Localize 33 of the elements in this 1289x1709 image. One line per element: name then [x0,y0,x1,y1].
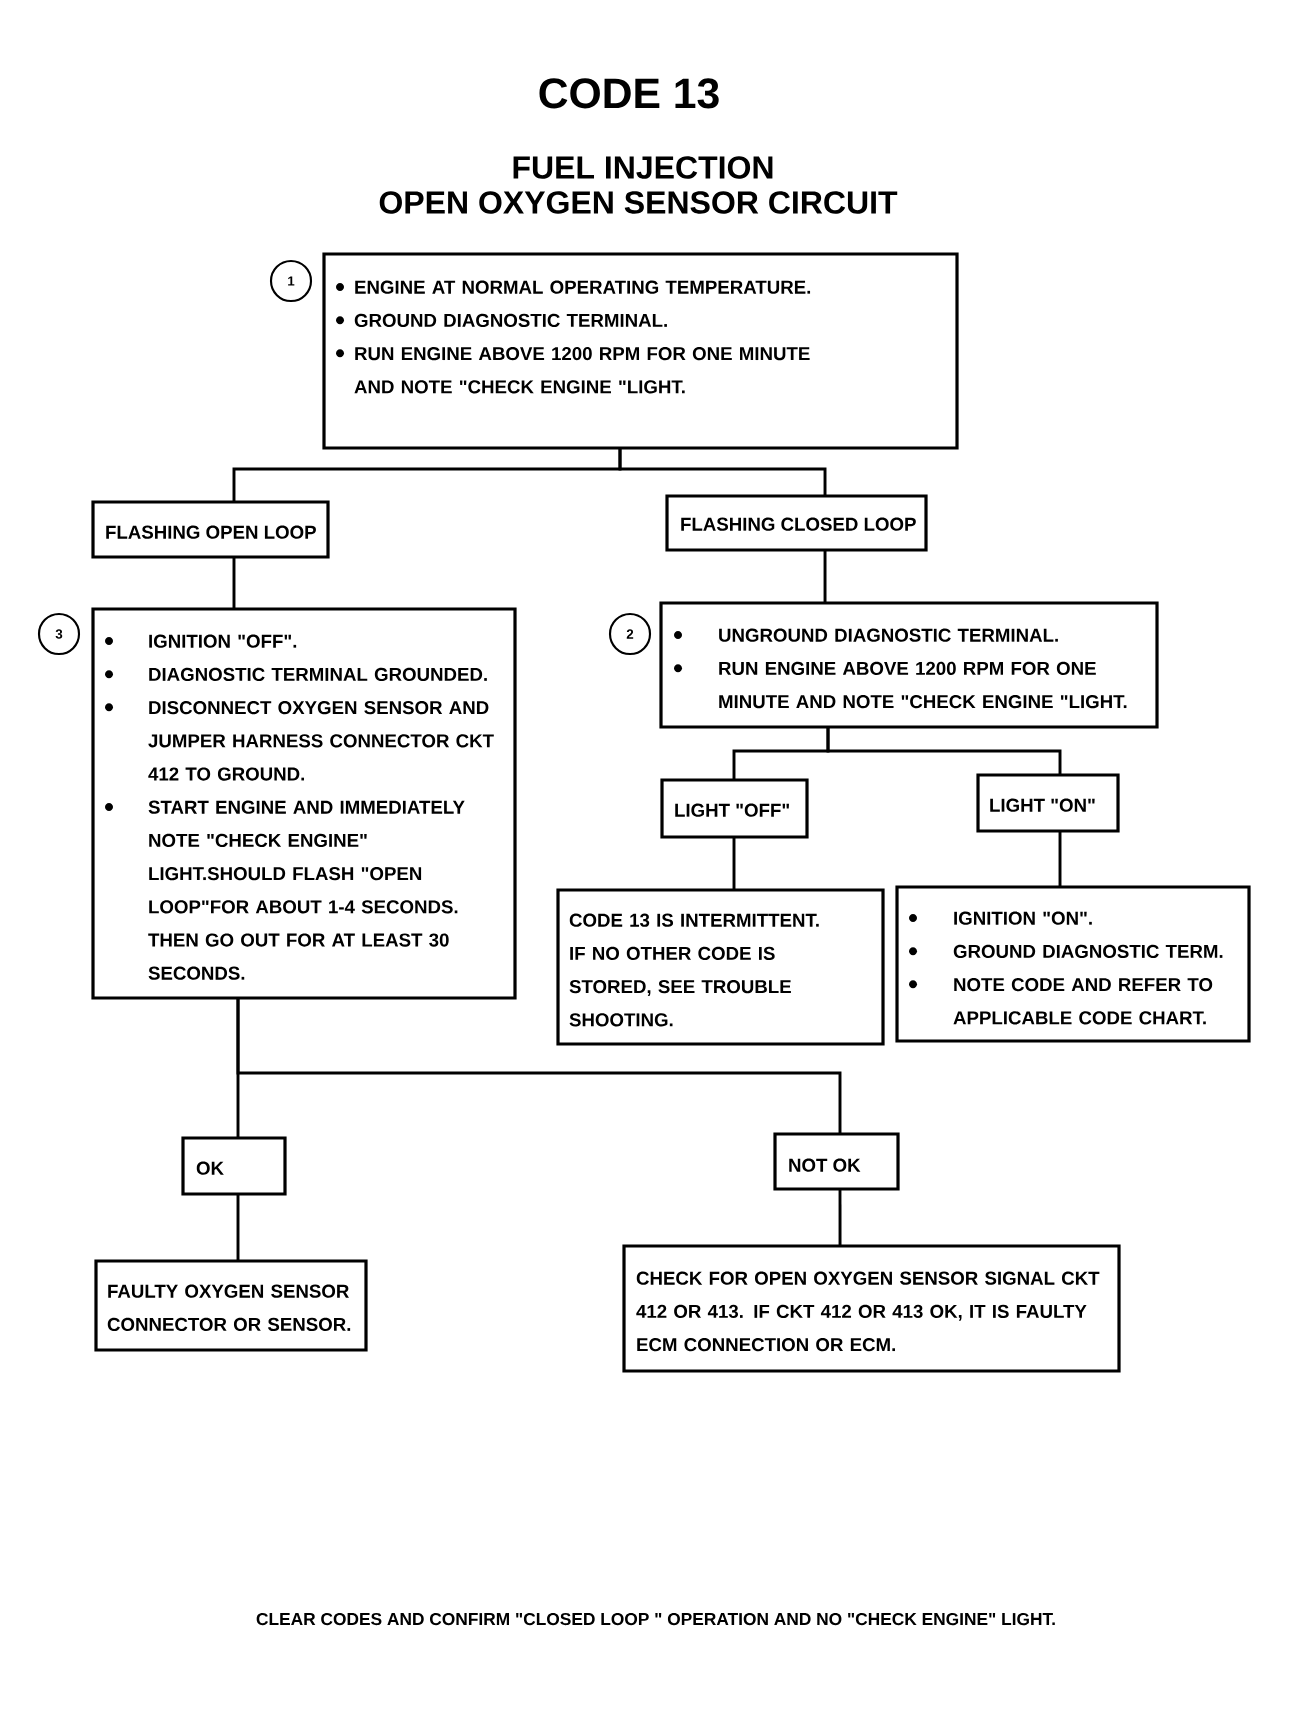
title: CODE 13 [539,78,719,109]
node-label: IGNITION "OFF". [149,634,297,648]
step-box: UNGROUND DIAGNOSTIC TERMINAL. RUN ENGINE ABOVE 1200 RPM FOR ONE MINUTE AND NOTE "CHECK ENGINE "LIGHT. [659,601,1159,729]
connector-line [838,1189,842,1246]
connector-line [823,550,827,603]
step-box: ENGINE AT NORMAL OPERATING TEMPERATURE. GROUND DIAGNOSTIC TERMINAL. RUN ENGINE ABOVE 1200 RPM FOR ONE MINUTE AND NOTE "CHECK ENGINE "LIGHT. [322,252,959,450]
step-box: IGNITION "ON". GROUND DIAGNOSTIC TERM. NOTE CODE AND REFER TO APPLICABLE CODE CHART. [895,885,1251,1043]
node-label: DISCONNECT OXYGEN SENSOR AND JUMPER HARNESS CONNECTOR CKT 412 TO GROUND. [148,701,494,781]
result-box: FAULTY OXYGEN SENSOR CONNECTOR OR SENSOR. [94,1259,368,1352]
outcome-box: LIGHT "OFF" [660,778,809,839]
connector-line [236,1194,240,1261]
connector-line [826,727,1062,775]
step-number: 2 [608,612,652,656]
subtitle: OPEN OXYGEN SENSOR CIRCUIT [379,191,898,214]
step-number: 1 [269,259,313,303]
node-label: START ENGINE AND IMMEDIATELY NOTE "CHECK ENGINE" LIGHT.SHOULD FLASH "OPEN LOOP"FOR ABOUT 1-4 SECONDS. THEN GO OUT FOR AT LEAST 30 SECONDS. [148,800,465,980]
connector-line [236,998,842,1134]
footnote: CLEAR CODES AND CONFIRM "CLOSED LOOP " OPERATION AND NO "CHECK ENGINE" LIGHT. [256,1612,1055,1626]
node-label: DIAGNOSTIC TERMINAL GROUNDED. [149,667,487,682]
step-number: 3 [37,612,81,656]
outcome-box: OK [181,1136,287,1196]
result-box: CHECK FOR OPEN OXYGEN SENSOR SIGNAL CKT 412 OR 413. IF CKT 412 OR 413 OK, IT IS FAULTY ECM CONNECTION OR ECM. [622,1244,1121,1373]
outcome-box: NOT OK [773,1132,900,1191]
step-box: IGNITION "OFF". DIAGNOSTIC TERMINAL GROUNDED. DISCONNECT OXYGEN SENSOR AND JUMPER HARNESS CONNECTOR CKT 412 TO GROUND. START ENGINE AND IMMEDIATELY NOTE "CHECK ENGINE" LIGHT.SHOULD FLASH "OPEN LOOP"FOR ABOUT 1-4 SECONDS. THEN GO OUT FOR AT LEAST 30 SECONDS. [91,607,517,1000]
outcome-box: LIGHT "ON" [976,773,1120,833]
connector-line [232,557,236,609]
subtitle: FUEL INJECTION [513,156,773,179]
connector-line [618,448,827,496]
outcome-box: FLASHING OPEN LOOP [91,500,330,559]
connector-line [1058,831,1062,887]
connector-line [732,837,736,890]
result-box: CODE 13 IS INTERMITTENT. IF NO OTHER CODE IS STORED, SEE TROUBLE SHOOTING. [556,888,885,1046]
outcome-box: FLASHING CLOSED LOOP [665,494,928,552]
